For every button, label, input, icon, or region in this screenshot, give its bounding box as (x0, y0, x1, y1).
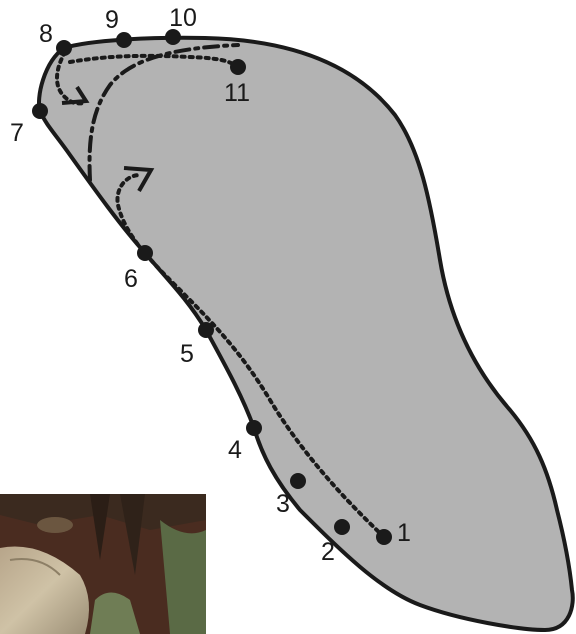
point-9-label: 9 (105, 6, 119, 34)
point-11-label: 11 (224, 79, 250, 107)
point-4-label: 4 (228, 436, 242, 464)
point-7-marker (32, 103, 48, 119)
point-2-marker (334, 519, 350, 535)
point-3-label: 3 (276, 490, 290, 518)
point-1-marker (376, 529, 392, 545)
point-5-marker (198, 322, 214, 338)
point-3-marker (290, 473, 306, 489)
photo-fragment (0, 494, 206, 634)
point-10-label: 10 (169, 4, 197, 32)
point-8-marker (56, 40, 72, 56)
point-1-label: 1 (397, 519, 411, 547)
point-5-label: 5 (180, 340, 194, 368)
point-6-label: 6 (124, 265, 138, 293)
point-9-marker (116, 32, 132, 48)
point-7-label: 7 (10, 119, 24, 147)
point-11-marker (230, 59, 246, 75)
point-6-marker (137, 245, 153, 261)
point-8-label: 8 (39, 20, 53, 48)
point-2-label: 2 (321, 538, 335, 566)
point-4-marker (246, 420, 262, 436)
